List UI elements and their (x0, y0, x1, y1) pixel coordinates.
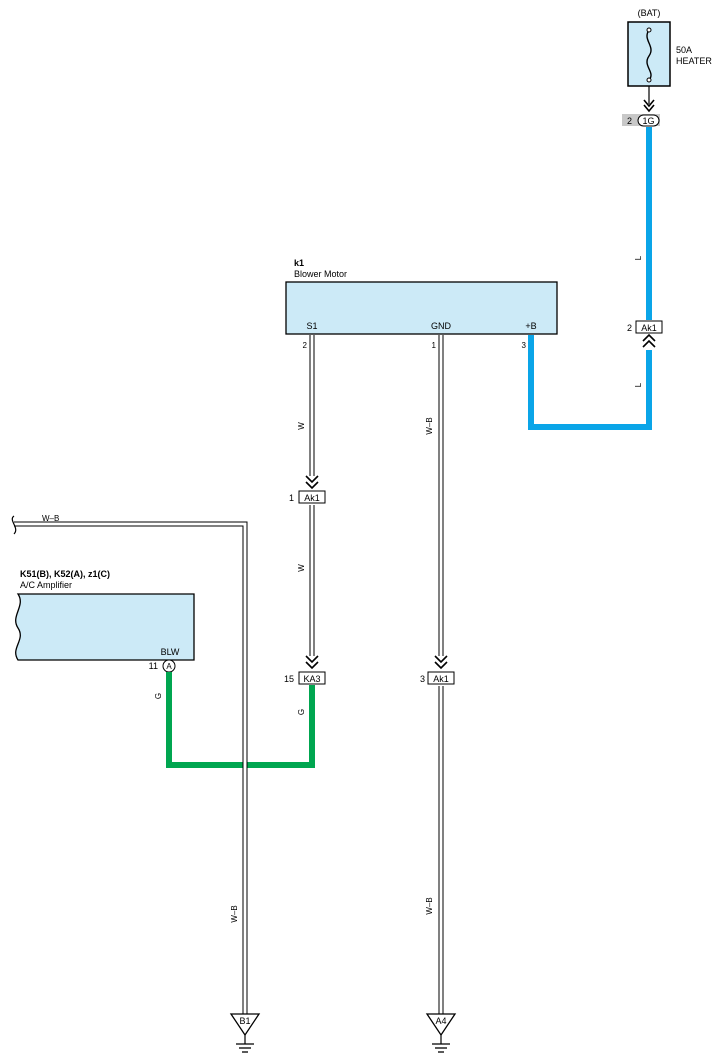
connector-ka3-pin15: 15 KA3 (284, 671, 326, 685)
wire-wb-left (11, 515, 248, 1014)
wire-color-w-lower: W (297, 564, 306, 572)
blower-motor: k1 Blower Motor S1 GND +B 2 1 3 (285, 258, 558, 350)
terminal-blw-connector: A (166, 662, 172, 671)
connector-1g-pin: 2 (627, 116, 632, 126)
chevron-up-icon (642, 333, 656, 348)
terminal-blw: BLW (161, 647, 180, 657)
wire-color-l-lower: L (634, 382, 643, 387)
fuse-icon (646, 29, 652, 81)
terminal-s1: S1 (306, 321, 317, 331)
wire-color-wb-gnd-upper: W–B (425, 417, 434, 434)
ac-amplifier-code: K51(B), K52(A), z1(C) (20, 569, 110, 579)
terminal-blw-pin: 11 (149, 661, 158, 671)
chevron-down-icon (434, 655, 448, 670)
connector-ka3-id: KA3 (303, 674, 320, 684)
wire-color-wb-gnd-lower: W–B (425, 897, 434, 914)
wire-color-wb-left: W–B (42, 514, 59, 523)
fuse-name: HEATER (676, 56, 712, 66)
connector-1g-id: 1G (642, 116, 654, 126)
connector-ak1-pin2-id: Ak1 (641, 323, 657, 333)
fuse-box (627, 21, 671, 87)
ground-a4: A4 (425, 1013, 457, 1053)
wire-color-g-left: G (154, 693, 163, 699)
wire-color-l-upper: L (634, 255, 643, 260)
ac-amplifier-name: A/C Amplifier (20, 580, 72, 590)
wire-green (166, 672, 315, 772)
terminal-s1-pin: 2 (303, 341, 308, 350)
chevron-down-icon (643, 99, 655, 113)
chevron-down-icon (305, 475, 319, 490)
connector-ka3-pin: 15 (284, 674, 294, 684)
bat-label: (BAT) (638, 8, 661, 18)
fuse-amp: 50A (676, 45, 692, 55)
wire-color-g-right: G (297, 709, 306, 715)
connector-ak1-pin3-pin: 3 (420, 674, 425, 684)
terminal-gnd-pin: 1 (432, 341, 437, 350)
terminal-plus-b: +B (525, 321, 536, 331)
connector-ak1-pin1-id: Ak1 (304, 493, 320, 503)
connector-ak1-pin3: 3 Ak1 (420, 671, 455, 685)
ground-b1: B1 (229, 1013, 261, 1053)
terminal-gnd: GND (431, 321, 452, 331)
ground-a4-label: A4 (435, 1016, 446, 1026)
wire-color-wb-b1: W–B (230, 905, 239, 922)
chevron-down-icon (305, 655, 319, 670)
connector-ak1-pin2-pin: 2 (627, 323, 632, 333)
ground-b1-label: B1 (239, 1016, 250, 1026)
wire-blue (528, 127, 652, 430)
ac-amplifier: K51(B), K52(A), z1(C) A/C Amplifier BLW … (15, 569, 195, 673)
power-source: (BAT) 50A HEATER 2 1G (622, 8, 712, 127)
blower-motor-code: k1 (294, 258, 304, 268)
connector-ak1-pin1: 1 Ak1 (289, 490, 326, 504)
connector-ak1-pin2: 2 Ak1 (627, 320, 663, 348)
terminal-plus-b-pin: 3 (522, 341, 527, 350)
wire-color-w-upper: W (297, 422, 306, 430)
blower-motor-name: Blower Motor (294, 269, 347, 279)
connector-ak1-pin1-pin: 1 (289, 493, 294, 503)
connector-ak1-pin3-id: Ak1 (433, 674, 449, 684)
